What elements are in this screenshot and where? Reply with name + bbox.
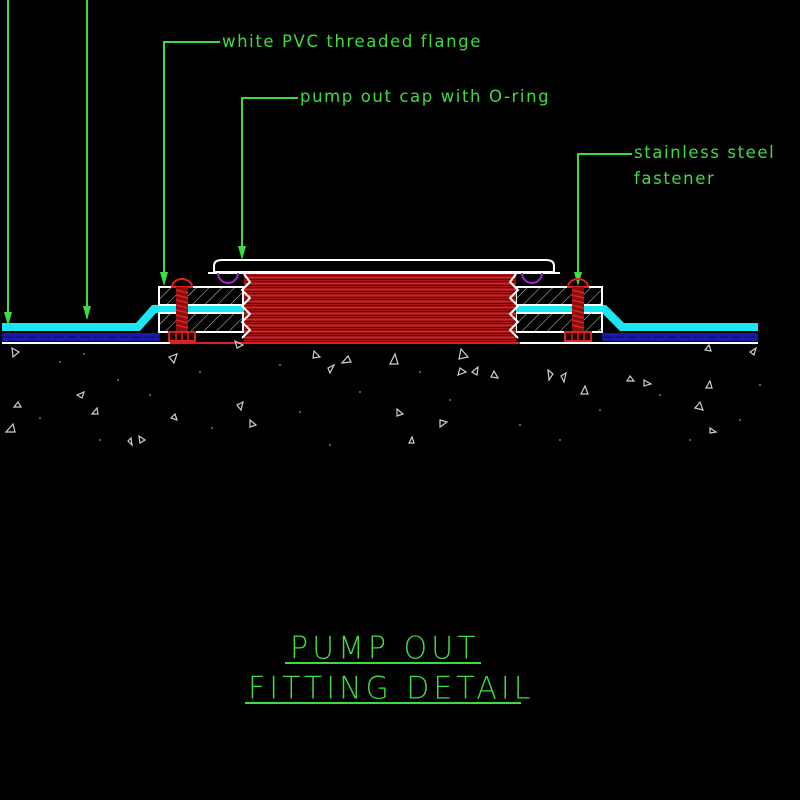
- drawing-title-line2: FITTING DETAIL: [248, 670, 535, 707]
- o-ring: [217, 272, 543, 284]
- title-underline-2: [245, 702, 521, 704]
- callout-fastener-line2: fastener: [634, 169, 716, 188]
- threaded-body: [240, 272, 520, 342]
- leader-lines: [7, 0, 632, 322]
- title-underline-1: [285, 662, 481, 664]
- concrete-dots: [39, 353, 761, 446]
- callout-flange: white PVC threaded flange: [222, 32, 482, 51]
- callout-cap: pump out cap with O-ring: [300, 87, 551, 106]
- concrete-hatch: [4, 339, 758, 447]
- callout-fastener-line1: stainless steel: [634, 143, 776, 162]
- substrate-pad: [2, 333, 758, 341]
- fastener-right: [564, 278, 592, 342]
- pump-out-cap: [208, 259, 560, 274]
- drawing-title-line1: PUMP OUT: [290, 630, 480, 667]
- fastener-left: [168, 278, 196, 342]
